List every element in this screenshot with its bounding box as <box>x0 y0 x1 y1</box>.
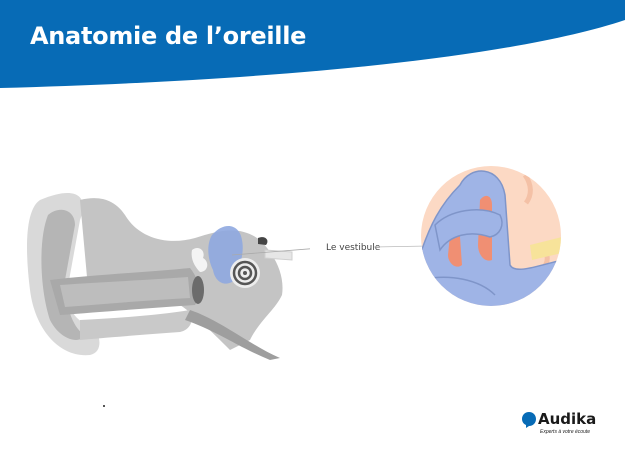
logo-tagline: Experts à votre écoute <box>540 429 591 435</box>
ear-diagram <box>20 180 321 360</box>
header-wave-shape <box>0 0 625 88</box>
callout-label-vestibule: Le vestibule <box>326 243 381 253</box>
header-band: Anatomie de l’oreille <box>0 0 625 100</box>
callout-line <box>373 245 429 248</box>
audika-logo: Audika Experts à votre écoute <box>522 410 602 442</box>
speech-bubble-icon <box>522 412 536 428</box>
page-title: Anatomie de l’oreille <box>30 22 307 50</box>
logo-wordmark: Audika <box>538 410 597 428</box>
vestibule-zoom-circle <box>420 165 562 307</box>
stray-dot <box>103 405 105 407</box>
